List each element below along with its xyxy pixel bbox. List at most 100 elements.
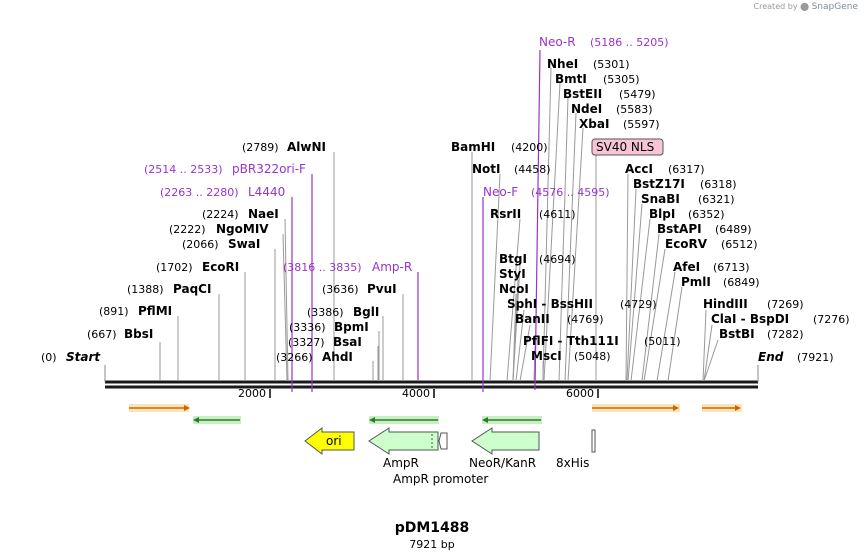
watermark-prefix: Created by: [753, 2, 798, 11]
orf-arrow-right: [129, 404, 190, 412]
site-name: XbaI: [579, 117, 609, 131]
end-label: End: [758, 350, 784, 364]
site-name: NgoMIV: [216, 222, 269, 236]
site-pos: (4200): [511, 141, 548, 154]
ampr-arrow: [368, 427, 439, 455]
leader-acci: [625, 173, 629, 382]
leader-neo-r: [534, 49, 541, 391]
axis-tick-label: 6000: [566, 387, 594, 400]
site-pos: (2066): [182, 238, 219, 251]
site-pos: (1702): [156, 261, 193, 274]
leader-ncoi: [512, 293, 517, 382]
leader-bmti: [543, 82, 561, 382]
sv40-nls-label: SV40 NLS: [596, 140, 654, 154]
neor-kanr-label: NeoR/KanR: [469, 456, 536, 470]
primer-name: L4440: [248, 185, 285, 199]
site-pos: (6489): [715, 223, 752, 236]
site-labels: (667) BbsI (891) PflMI (1388) PaqCI (170…: [87, 57, 850, 364]
orf-arrow-right: [702, 404, 742, 412]
plasmid-length: 7921 bp: [409, 538, 455, 551]
site-pos: (7269): [767, 298, 804, 311]
features: ori AmpR AmpR promoter NeoR/KanR 8xHis: [304, 426, 596, 486]
snapgene-watermark: Created by ⬤ SnapGene: [754, 2, 858, 12]
end-pos: (7921): [797, 351, 834, 364]
leader-ngomiv: [282, 233, 288, 382]
leader-pflfi: [533, 345, 536, 382]
orf-arrow-head: [184, 405, 190, 411]
site-name: AlwNI: [287, 140, 326, 154]
site-name: BpmI: [334, 320, 369, 334]
site-name: EcoRV: [665, 237, 708, 251]
site-pos: (2222): [169, 223, 206, 236]
site-name: HindIII: [703, 297, 748, 311]
leader-naei: [284, 218, 289, 382]
sv40-nls-tag: SV40 NLS: [591, 138, 664, 156]
site-pos: (4729): [620, 298, 657, 311]
site-name: AfeI: [673, 260, 700, 274]
site-pos: (5305): [603, 73, 640, 86]
site-pos: (5301): [593, 58, 630, 71]
primer-range: (2263 .. 2280): [160, 186, 239, 199]
site-pos: (6321): [698, 193, 735, 206]
primer-name: pBR322ori-F: [232, 162, 306, 176]
site-name: SphI - BssHII: [507, 297, 593, 311]
start-label: Start: [66, 350, 101, 364]
feature-ampr-promoter: AmpR promoter: [393, 432, 488, 486]
site-pos: (5597): [623, 118, 660, 131]
site-name: BstEII: [563, 87, 602, 101]
site-name: BamHI: [451, 140, 495, 154]
leader-ndei: [564, 112, 577, 382]
site-pos: (4458): [514, 163, 551, 176]
site-pos: (6352): [688, 208, 725, 221]
site-pos: (667): [87, 328, 117, 341]
site-name: NdeI: [571, 102, 602, 116]
site-pos: (5048): [574, 350, 611, 363]
site-pos: (3327): [288, 336, 325, 349]
primer-name: Amp-R: [372, 260, 412, 274]
site-name: PflMI: [138, 304, 172, 318]
ampr-promoter-arrow: [438, 432, 448, 450]
orf-arrow-head: [482, 417, 488, 423]
site-name: PaqCI: [173, 282, 211, 296]
site-pos: (6713): [713, 261, 750, 274]
site-name: BbsI: [124, 327, 153, 341]
axis-ticks: 2000 4000 6000: [238, 387, 599, 400]
snapgene-logo-icon: ⬤: [800, 2, 810, 11]
8xhis-mark: [591, 429, 596, 453]
site-name: EcoRI: [202, 260, 239, 274]
primer-range: (2514 .. 2533): [144, 163, 223, 176]
site-name: AhdI: [322, 350, 353, 364]
leader-sphi: [515, 309, 525, 382]
leader-bsteii: [558, 97, 569, 382]
site-pos: (6512): [721, 238, 758, 251]
site-pos: (6849): [723, 276, 760, 289]
feature-8xhis: 8xHis: [556, 429, 596, 470]
orf-arrow-head: [193, 417, 199, 423]
leader-snabi: [627, 203, 643, 382]
feature-ori: ori: [304, 426, 355, 456]
plasmid-name: pDM1488: [394, 520, 470, 536]
ori-arrow: [304, 426, 355, 456]
site-name: AccI: [625, 162, 653, 176]
orf-arrow-head: [735, 405, 741, 411]
site-leaders: [159, 67, 719, 382]
site-pos: (4611): [539, 208, 576, 221]
feature-ampr: AmpR: [368, 427, 439, 470]
site-name: PflFI - Tth111I: [523, 334, 619, 348]
leader-clai: [703, 324, 713, 382]
site-pos: (3266): [276, 351, 313, 364]
site-name: BglI: [353, 305, 379, 319]
site-name: NaeI: [248, 207, 279, 221]
leader-xbai: [567, 127, 584, 382]
leader-rsrii: [506, 218, 521, 382]
site-name: BsaI: [333, 335, 362, 349]
site-name: ClaI - BspDI: [711, 312, 789, 326]
orf-arrow-head: [673, 405, 679, 411]
leader-bstapi: [641, 233, 660, 382]
site-name: NheI: [547, 57, 578, 71]
site-pos: (5011): [644, 335, 681, 348]
site-pos: (7276): [813, 313, 850, 326]
site-pos: (2224): [202, 208, 239, 221]
leader-bstz17i: [626, 188, 637, 382]
